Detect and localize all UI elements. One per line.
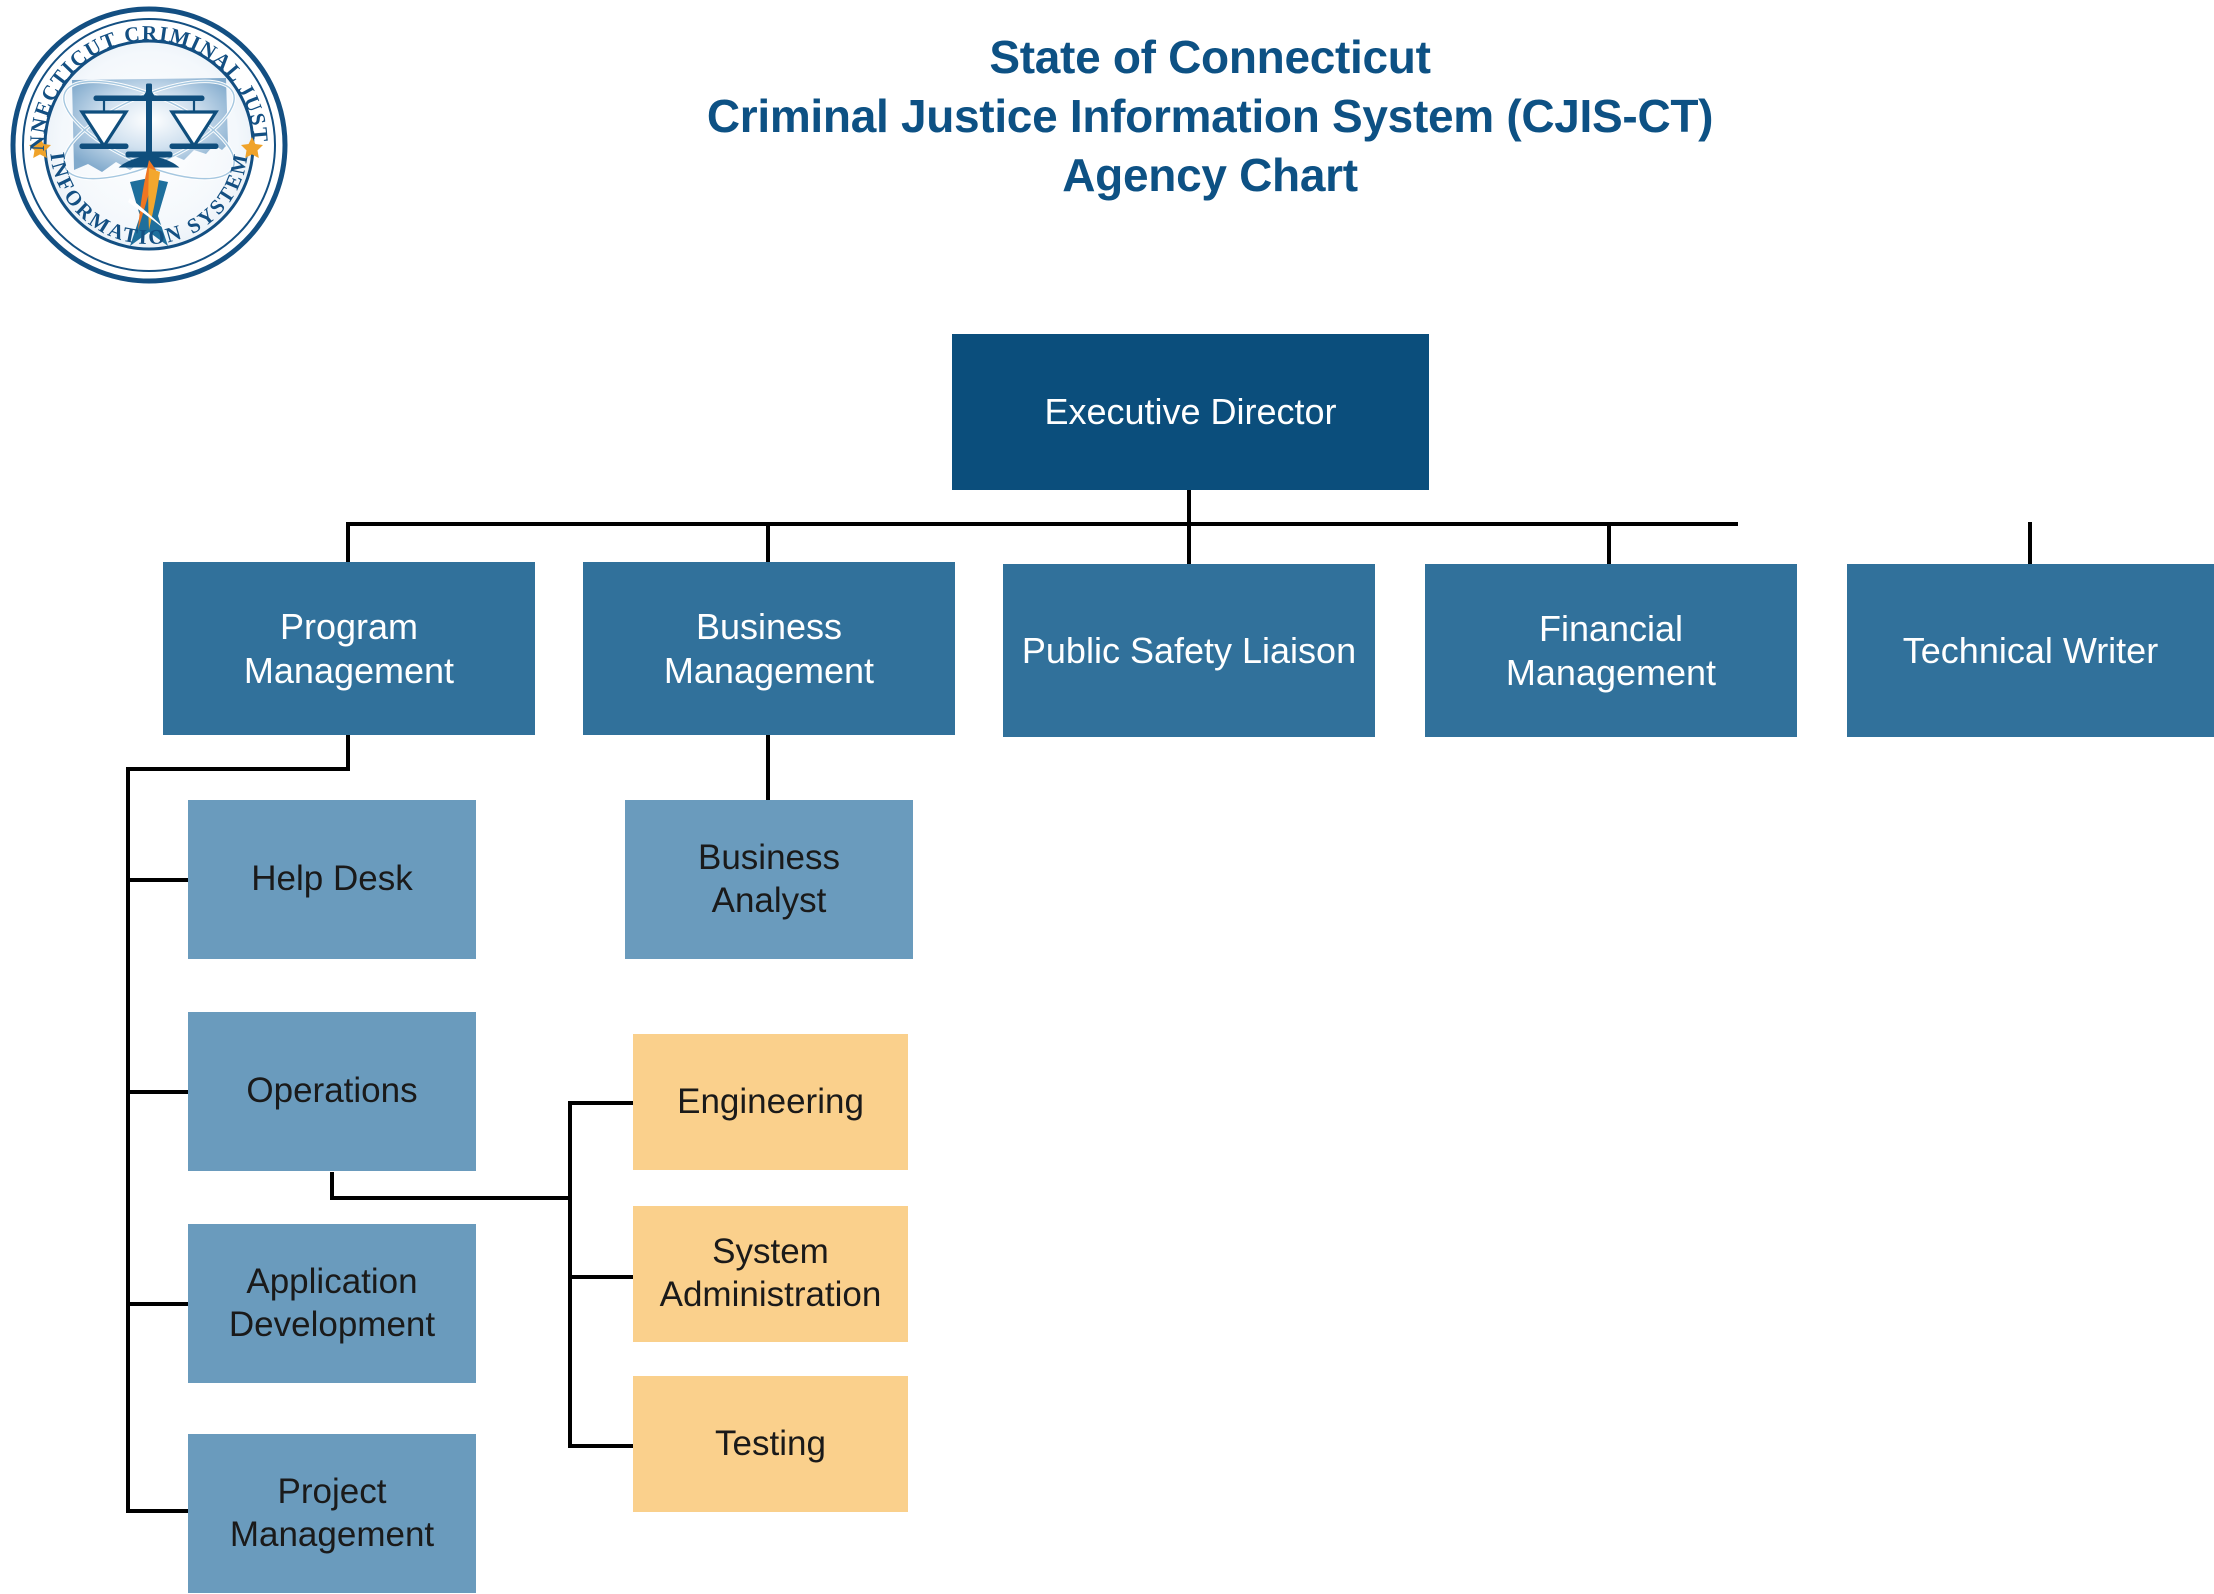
node-testing[interactable]: Testing xyxy=(633,1376,908,1512)
node-label-line2: Management xyxy=(229,1514,435,1554)
title-line-1: State of Connecticut xyxy=(989,31,1431,83)
connector-stub-projmgmt xyxy=(126,1509,188,1513)
node-label-line2: Administration xyxy=(659,1275,882,1314)
connector-progmgmt-left xyxy=(126,767,350,771)
connector-drop-techwrite xyxy=(2028,522,2032,564)
connector-drop-busmgmt xyxy=(766,522,770,562)
connector-stub-helpdesk xyxy=(126,878,188,882)
node-label-line1: Program xyxy=(279,605,419,647)
node-label: Operations xyxy=(246,1071,418,1111)
node-business-analyst[interactable]: Business Analyst xyxy=(625,800,913,959)
connector-task-trunk xyxy=(568,1101,572,1448)
connector-progmgmt-down xyxy=(346,735,350,771)
node-label: Technical Writer xyxy=(1902,629,2159,671)
node-label-line1: Financial xyxy=(1538,607,1684,649)
connector-stub-operations xyxy=(126,1090,188,1094)
node-label-line2: Analyst xyxy=(711,880,827,920)
node-application-development[interactable]: Application Development xyxy=(188,1224,476,1383)
connector-ops-right xyxy=(330,1196,572,1200)
connector-progmgmt-trunk xyxy=(126,767,130,1513)
node-operations[interactable]: Operations xyxy=(188,1012,476,1171)
node-label: Help Desk xyxy=(251,859,413,899)
node-label-line2: Management xyxy=(1505,651,1717,693)
node-project-management[interactable]: Project Management xyxy=(188,1434,476,1593)
connector-stub-sysadmin xyxy=(568,1275,636,1279)
node-system-administration[interactable]: System Administration xyxy=(633,1206,908,1342)
node-label-line1: Business xyxy=(695,605,843,647)
node-financial-management[interactable]: Financial Management xyxy=(1425,564,1797,737)
node-public-safety-liaison[interactable]: Public Safety Liaison xyxy=(1003,564,1375,737)
cjis-ct-seal-logo: CONNECTICUT CRIMINAL JUSTICE INFORMATION… xyxy=(0,0,290,286)
node-label-line1: Application xyxy=(246,1261,418,1301)
node-label-line1: Project xyxy=(277,1471,387,1511)
title-line-2: Criminal Justice Information System (CJI… xyxy=(706,89,1714,142)
node-label-line2: Development xyxy=(228,1304,436,1344)
node-program-management[interactable]: Program Management xyxy=(163,562,535,735)
node-help-desk[interactable]: Help Desk xyxy=(188,800,476,959)
connector-drop-psliaison xyxy=(1187,522,1191,564)
node-label-line1: Business xyxy=(697,837,841,877)
node-engineering[interactable]: Engineering xyxy=(633,1034,908,1170)
node-label-line1: System xyxy=(712,1232,829,1272)
connector-ops-down xyxy=(330,1172,334,1200)
node-label-line2: Management xyxy=(243,649,455,691)
node-label: Engineering xyxy=(677,1081,864,1121)
node-label: Testing xyxy=(715,1423,826,1463)
title-line-3: Agency Chart xyxy=(1062,148,1358,201)
connector-stub-appdev xyxy=(126,1302,188,1306)
node-label: Public Safety Liaison xyxy=(1021,629,1357,671)
connector-drop-finmgmt xyxy=(1607,522,1611,564)
connector-exec-down xyxy=(1187,490,1191,526)
connector-division-bus xyxy=(346,522,1738,526)
connector-busmgmt-bizanal xyxy=(766,735,770,803)
node-technical-writer[interactable]: Technical Writer xyxy=(1847,564,2214,737)
connector-stub-testing xyxy=(568,1444,636,1448)
node-label-line2: Management xyxy=(663,649,875,691)
connector-drop-progmgmt xyxy=(346,522,350,562)
connector-stub-engineering xyxy=(568,1101,636,1105)
node-business-management[interactable]: Business Management xyxy=(583,562,955,735)
node-label: Executive Director xyxy=(1044,391,1337,433)
chart-title: State of Connecticut Criminal Justice In… xyxy=(520,28,1900,205)
node-executive-director[interactable]: Executive Director xyxy=(952,334,1429,490)
